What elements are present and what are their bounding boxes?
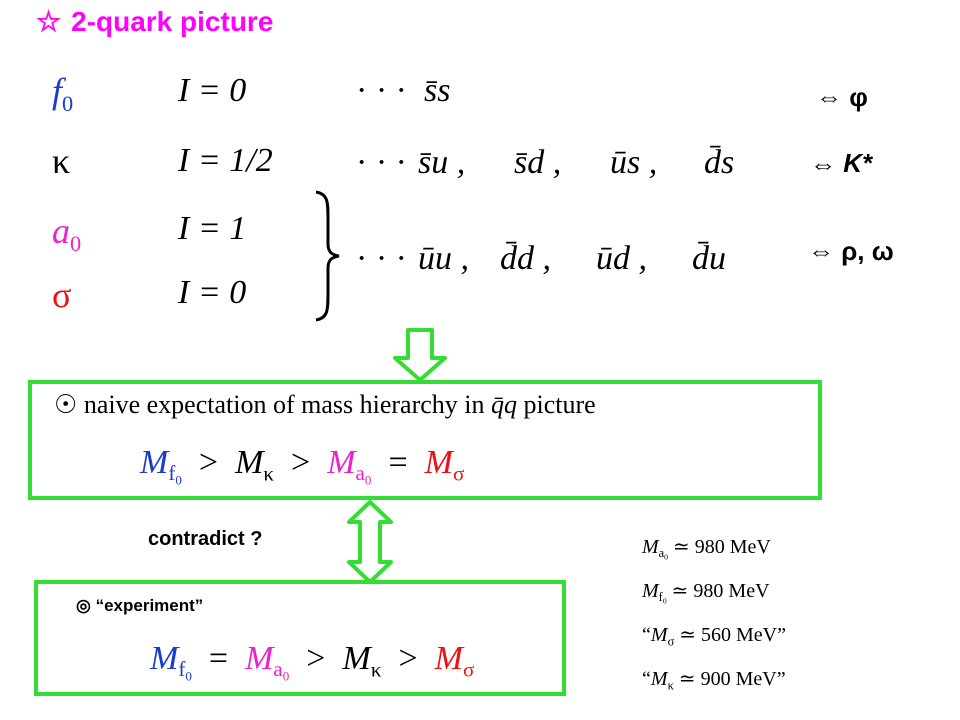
mass-value-a0: Ma0 ≃ 980 MeV	[642, 536, 771, 563]
f0-dots: · · ·	[356, 72, 407, 109]
naive-text-after: picture	[517, 390, 596, 419]
kappa-quark-1: s̄u ,	[418, 144, 466, 181]
kappa-quark-4: d̄s	[704, 144, 735, 181]
f0-quark-content: · · · s̄s	[356, 72, 450, 110]
mass-value-f0: Mf0 ≃ 980 MeV	[642, 580, 770, 607]
naive-text-before: naive expectation of mass hierarchy in	[83, 390, 491, 419]
kappa-quark-3: ūs ,	[610, 144, 658, 181]
f0-symbol: f0	[52, 70, 73, 117]
sigma-symbol: σ	[52, 274, 71, 316]
naive-text-qq: q̄q	[491, 390, 517, 419]
a0-base: a	[52, 211, 70, 251]
exp-op-gt-1: >	[306, 640, 326, 677]
page-title: ☆ 2-quark picture	[36, 5, 273, 38]
exp-op-gt-2: >	[398, 640, 418, 677]
kappa-dots: · · ·	[356, 144, 407, 181]
page-title-text: 2-quark picture	[71, 6, 274, 37]
f0-base: f	[52, 71, 63, 111]
light-dots: · · ·	[356, 240, 407, 277]
exp-op-eq: =	[208, 640, 229, 677]
bullet-icon: ☉	[54, 390, 78, 419]
naive-expectation-box	[28, 380, 822, 500]
star-icon: ☆	[36, 6, 62, 37]
a0-isospin: I = 1	[178, 210, 247, 247]
mass-f0: Mf0	[140, 444, 182, 488]
kappa-quark-2: s̄d ,	[514, 144, 562, 181]
contradict-label: contradict ?	[148, 528, 263, 550]
exp-mass-kappa: Mκ	[342, 640, 382, 682]
light-quark-1: ūu ,	[418, 240, 469, 277]
light-quark-content: · · ·	[356, 240, 407, 278]
phi-partner: ⇔ φ	[816, 82, 868, 112]
op-eq: =	[388, 444, 408, 481]
hollow-down-arrow-icon	[393, 328, 447, 382]
op-gt-1: >	[198, 444, 219, 481]
kappa-symbol: κ	[52, 140, 70, 182]
experiment-box	[34, 580, 566, 696]
experiment-text: “experiment”	[95, 596, 204, 615]
kappa-base: κ	[52, 141, 71, 181]
light-quark-4: d̄u	[692, 240, 726, 277]
light-quark-3: ūd ,	[596, 240, 647, 277]
double-circle-icon: ◎	[76, 596, 91, 615]
op-gt-2: >	[291, 444, 311, 481]
f0-quark-1: s̄s	[423, 72, 451, 109]
f0-isospin: I = 0	[178, 72, 247, 109]
right-brace-icon	[315, 190, 340, 322]
mass-sigma: Mσ	[424, 444, 465, 486]
kstar-partner: ⇔ K*	[810, 148, 873, 178]
exp-mass-sigma: Mσ	[434, 640, 475, 682]
a0-sub: 0	[70, 230, 82, 256]
mass-value-kappa: “Mκ ≃ 900 MeV”	[642, 668, 786, 693]
naive-expectation-text: ☉ naive expectation of mass hierarchy in…	[54, 390, 596, 420]
kappa-quark-content: · · ·	[356, 144, 407, 182]
sigma-base: σ	[52, 275, 72, 315]
naive-hierarchy: Mf0 > Mκ > Ma0 = Mσ	[140, 444, 464, 489]
kappa-isospin: I = 1/2	[178, 142, 273, 179]
experiment-label: ◎ “experiment”	[76, 596, 203, 616]
exp-mass-f0: Mf0	[150, 640, 192, 684]
f0-sub: 0	[62, 90, 74, 116]
experiment-hierarchy: Mf0 = Ma0 > Mκ > Mσ	[150, 640, 474, 685]
sigma-isospin: I = 0	[178, 274, 247, 311]
mass-a0: Ma0	[327, 444, 372, 488]
mass-value-sigma: “Mσ ≃ 560 MeV”	[642, 624, 787, 649]
exp-mass-a0: Ma0	[245, 640, 290, 684]
a0-symbol: a0	[52, 210, 81, 257]
light-quark-2: d̄d ,	[500, 240, 551, 277]
rho-omega-partner: ⇔ ρ, ω	[808, 236, 894, 266]
hollow-double-arrow-icon	[347, 500, 393, 584]
mass-kappa: Mκ	[235, 444, 275, 486]
